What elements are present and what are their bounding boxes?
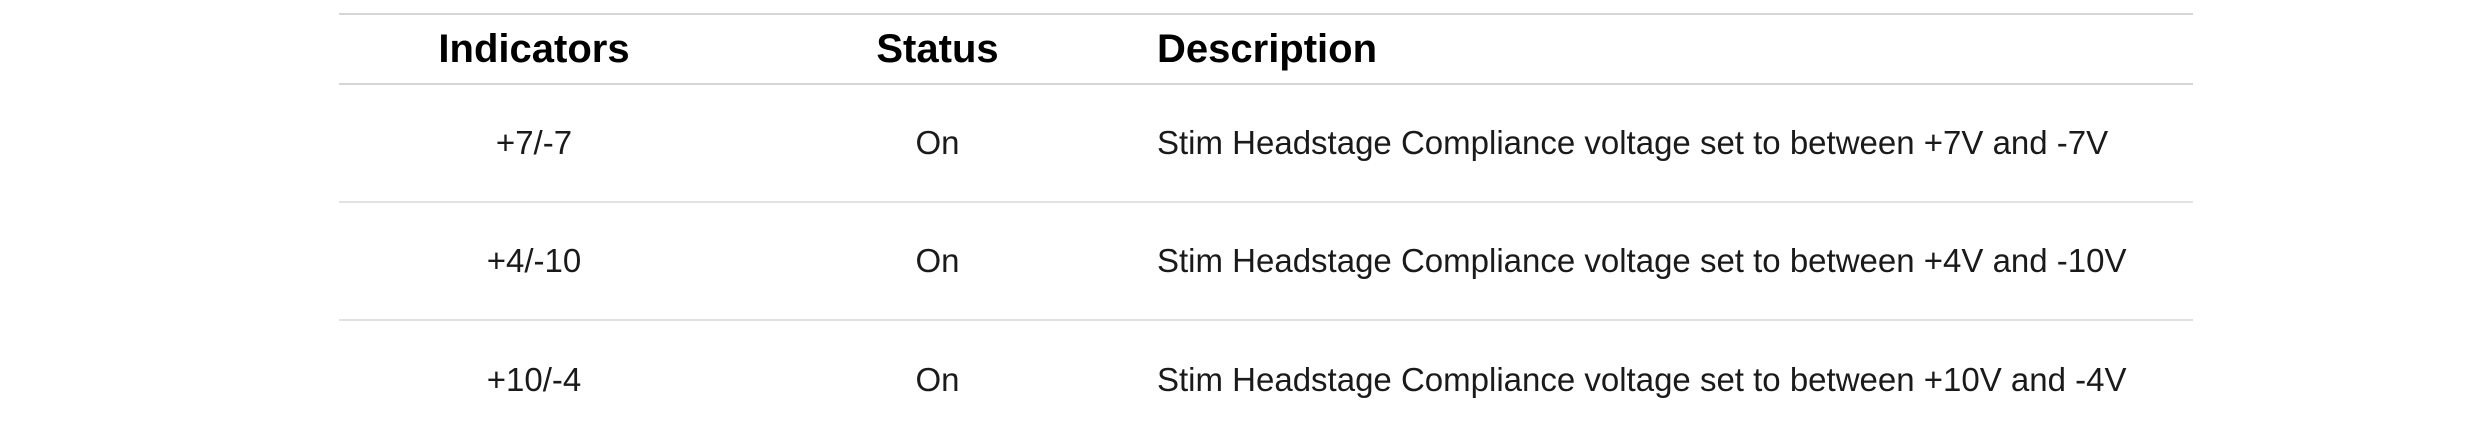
description-cell: Stim Headstage Compliance voltage set to… [1157,124,2109,161]
indicator-cell: +7/-7 [495,124,573,161]
status-cell: On [915,124,960,161]
indicator-cell: +4/-10 [486,242,582,279]
table-row: +4/-10 On Stim Headstage Compliance volt… [339,203,2193,321]
description-cell: Stim Headstage Compliance voltage set to… [1157,242,2127,279]
table-header-row: Indicators Status Description [339,15,2193,85]
table-row: +10/-4 On Stim Headstage Compliance volt… [339,321,2193,439]
indicators-table: Indicators Status Description +7/-7 On S… [339,13,2193,439]
column-header-indicators: Indicators [438,26,630,71]
column-header-status: Status [876,26,999,71]
status-cell: On [915,361,960,398]
column-header-description: Description [1157,26,1378,71]
table-row: +7/-7 On Stim Headstage Compliance volta… [339,85,2193,203]
indicator-cell: +10/-4 [486,361,582,398]
status-cell: On [915,242,960,279]
description-cell: Stim Headstage Compliance voltage set to… [1157,361,2127,398]
